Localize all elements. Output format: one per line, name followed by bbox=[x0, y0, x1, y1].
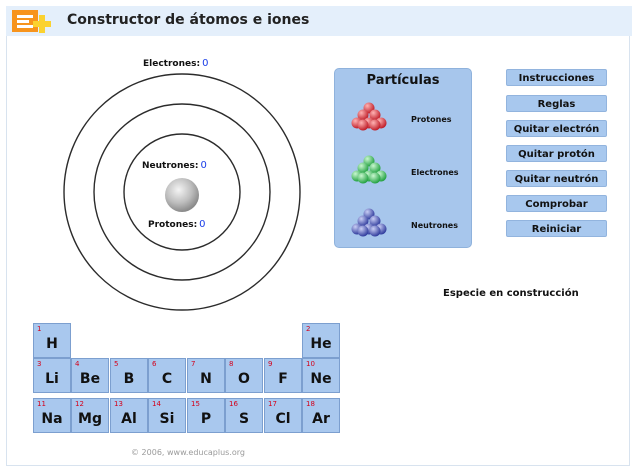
atomic-number: 15 bbox=[191, 400, 200, 408]
inner-orbit bbox=[123, 133, 241, 251]
element-cell-n[interactable]: 7 N bbox=[187, 358, 225, 393]
particles-panel: Partículas Protones bbox=[334, 68, 472, 248]
atomic-number: 17 bbox=[268, 400, 277, 408]
neutrons-value: 0 bbox=[200, 160, 207, 171]
middle-orbit bbox=[93, 103, 271, 281]
atomic-number: 2 bbox=[306, 325, 311, 333]
atomic-number: 7 bbox=[191, 360, 196, 368]
atomic-number: 12 bbox=[75, 400, 84, 408]
element-symbol: S bbox=[238, 411, 250, 427]
element-symbol: Si bbox=[159, 411, 175, 427]
app-title: Constructor de átomos e iones bbox=[67, 12, 310, 28]
particles-title: Partículas bbox=[366, 73, 440, 88]
element-symbol: B bbox=[123, 371, 135, 387]
element-cell-si[interactable]: 14 Si bbox=[148, 398, 186, 433]
electrons-counter: Electrones:0 bbox=[143, 58, 208, 69]
element-symbol: C bbox=[161, 371, 173, 387]
element-symbol: O bbox=[238, 371, 250, 387]
element-cell-b[interactable]: 5 B bbox=[110, 358, 148, 393]
element-cell-cl[interactable]: 17 Cl bbox=[264, 398, 302, 433]
element-symbol: F bbox=[278, 371, 288, 387]
nucleus bbox=[165, 178, 199, 212]
app-frame bbox=[6, 36, 630, 466]
element-cell-f[interactable]: 9 F bbox=[264, 358, 302, 393]
protons-counter: Protones:0 bbox=[148, 219, 206, 230]
atomic-number: 14 bbox=[152, 400, 161, 408]
protons-value: 0 bbox=[199, 219, 206, 230]
check-button[interactable]: Comprobar bbox=[506, 195, 607, 212]
element-symbol: Li bbox=[45, 371, 59, 387]
element-cell-c[interactable]: 6 C bbox=[148, 358, 186, 393]
element-cell-li[interactable]: 3 Li bbox=[33, 358, 71, 393]
proton-source[interactable]: Protones bbox=[335, 101, 471, 141]
element-symbol: Cl bbox=[275, 411, 291, 427]
electron-source[interactable]: Electrones bbox=[335, 154, 471, 194]
electron-cluster-icon bbox=[351, 155, 387, 184]
element-cell-ne[interactable]: 10 Ne bbox=[302, 358, 340, 393]
element-symbol: H bbox=[46, 336, 58, 352]
element-symbol: Al bbox=[121, 411, 137, 427]
atomic-number: 11 bbox=[37, 400, 46, 408]
rules-button[interactable]: Reglas bbox=[506, 95, 607, 112]
species-status: Especie en construcción bbox=[443, 288, 579, 299]
reset-button[interactable]: Reiniciar bbox=[506, 220, 607, 237]
outer-orbit bbox=[63, 73, 301, 311]
electrons-particle-label: Electrones bbox=[411, 168, 459, 177]
element-symbol: P bbox=[200, 411, 212, 427]
atomic-number: 4 bbox=[75, 360, 80, 368]
atomic-number: 5 bbox=[114, 360, 119, 368]
copyright-footer: © 2006, www.educaplus.org bbox=[131, 448, 245, 457]
element-symbol: Ne bbox=[310, 371, 332, 387]
atomic-number: 18 bbox=[306, 400, 315, 408]
element-symbol: Mg bbox=[78, 411, 102, 427]
atomic-number: 6 bbox=[152, 360, 157, 368]
atomic-number: 10 bbox=[306, 360, 315, 368]
instructions-button[interactable]: Instrucciones bbox=[506, 69, 607, 86]
element-cell-h[interactable]: 1 H bbox=[33, 323, 71, 358]
element-symbol: Be bbox=[79, 371, 101, 387]
educaplus-logo bbox=[12, 10, 51, 33]
element-cell-na[interactable]: 11 Na bbox=[33, 398, 71, 433]
electrons-label: Electrones: bbox=[143, 59, 201, 69]
element-cell-p[interactable]: 15 P bbox=[187, 398, 225, 433]
protons-label: Protones: bbox=[148, 220, 198, 230]
atomic-number: 13 bbox=[114, 400, 123, 408]
element-cell-o[interactable]: 8 O bbox=[225, 358, 263, 393]
neutrons-label: Neutrones: bbox=[142, 161, 199, 171]
remove-proton-button[interactable]: Quitar protón bbox=[506, 145, 607, 162]
protons-particle-label: Protones bbox=[411, 115, 452, 124]
atomic-number: 1 bbox=[37, 325, 42, 333]
remove-electron-button[interactable]: Quitar electrón bbox=[506, 120, 607, 137]
remove-neutron-button[interactable]: Quitar neutrón bbox=[506, 170, 607, 187]
proton-cluster-icon bbox=[351, 102, 387, 131]
neutrons-particle-label: Neutrones bbox=[411, 221, 458, 230]
neutron-source[interactable]: Neutrones bbox=[335, 207, 471, 247]
element-cell-mg[interactable]: 12 Mg bbox=[71, 398, 109, 433]
atomic-number: 16 bbox=[229, 400, 238, 408]
neutron-cluster-icon bbox=[351, 208, 387, 237]
element-cell-s[interactable]: 16 S bbox=[225, 398, 263, 433]
atomic-number: 8 bbox=[229, 360, 234, 368]
atomic-number: 3 bbox=[37, 360, 42, 368]
app-header: Constructor de átomos e iones bbox=[6, 6, 632, 36]
neutrons-counter: Neutrones:0 bbox=[142, 160, 207, 171]
element-symbol: N bbox=[200, 371, 212, 387]
electrons-value: 0 bbox=[202, 58, 209, 69]
element-symbol: Na bbox=[41, 411, 63, 427]
element-symbol: He bbox=[310, 336, 332, 352]
element-cell-al[interactable]: 13 Al bbox=[110, 398, 148, 433]
element-cell-ar[interactable]: 18 Ar bbox=[302, 398, 340, 433]
element-symbol: Ar bbox=[312, 411, 330, 427]
element-cell-he[interactable]: 2 He bbox=[302, 323, 340, 358]
atomic-number: 9 bbox=[268, 360, 273, 368]
element-cell-be[interactable]: 4 Be bbox=[71, 358, 109, 393]
